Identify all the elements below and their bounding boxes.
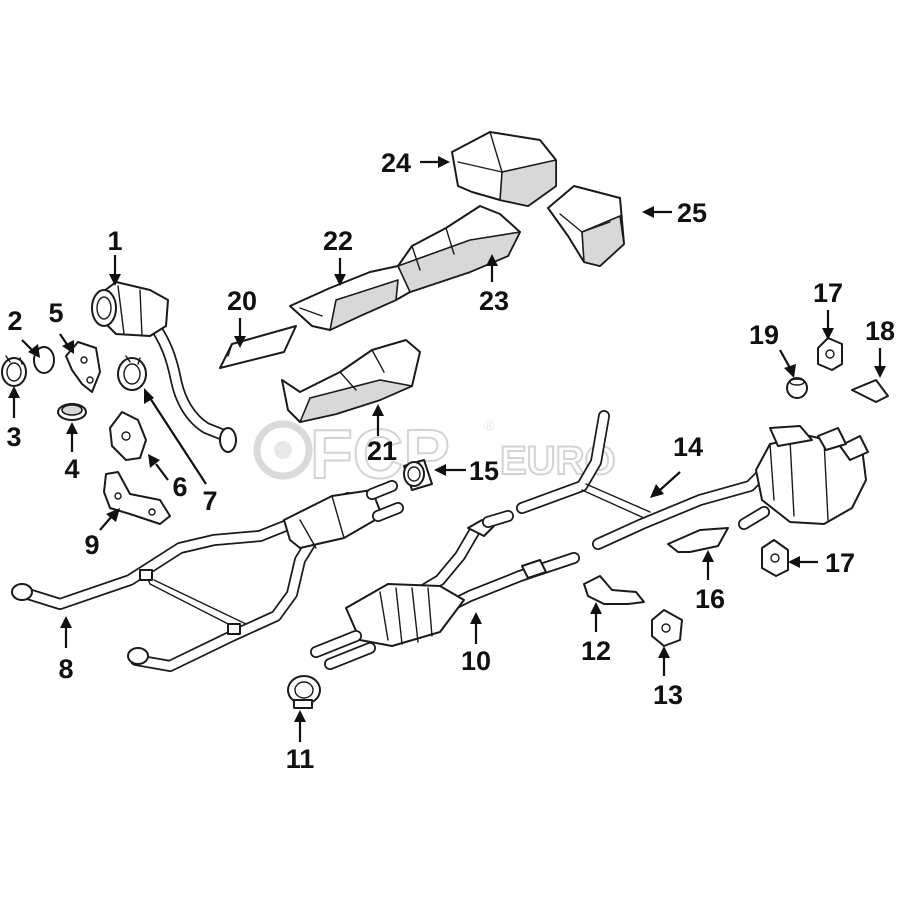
callout-10: 10: [461, 646, 491, 676]
clamp-large: [117, 355, 147, 391]
leader-arrows: [8, 156, 886, 742]
callout-1: 1: [107, 226, 122, 256]
rubber-mount-rear: [761, 539, 789, 577]
exhaust-clamp: [287, 675, 321, 709]
callout-20: 20: [227, 286, 257, 316]
catalytic-converter-downpipe: [91, 281, 237, 453]
callout-22: 22: [323, 226, 353, 256]
callout-9: 9: [84, 530, 99, 560]
callout-15: 15: [469, 456, 499, 486]
callout-23: 23: [479, 286, 509, 316]
callout-7: 7: [202, 486, 217, 516]
callout-18: 18: [865, 316, 895, 346]
callout-4: 4: [64, 454, 79, 484]
callout-8: 8: [58, 654, 73, 684]
heat-shield-rear: [547, 185, 625, 267]
callout-14: 14: [673, 432, 703, 462]
callout-21: 21: [367, 436, 397, 466]
clamp-small: [1, 355, 27, 387]
callout-25: 25: [677, 198, 707, 228]
callout-17-lower: 17: [825, 548, 855, 578]
callout-13: 13: [653, 680, 683, 710]
heat-shield-small: [219, 325, 297, 369]
heat-shield-center: [289, 205, 521, 331]
watermark-registered-mark: ®: [484, 417, 495, 433]
center-muffler-section: [310, 510, 580, 670]
hanger-bracket: [583, 575, 645, 605]
callout-24: 24: [381, 148, 411, 178]
callout-17-upper: 17: [813, 278, 843, 308]
front-pipe-assembly: [11, 480, 404, 672]
mounting-bracket-mid: [109, 411, 147, 461]
exhaust-plug: [786, 377, 808, 399]
rubber-mount-upper: [817, 337, 843, 371]
bracket-9: [103, 471, 171, 525]
callout-labels: 1 2 3 4 5 6 7 8 9 10 11 12 13 14 15 16 1…: [6, 148, 895, 774]
fcp-euro-watermark: FCP ® EURO: [253, 414, 617, 494]
callout-11: 11: [286, 744, 315, 774]
pipe-connector-sleeve: [403, 459, 433, 491]
mounting-bracket-upper: [65, 341, 101, 393]
heat-shield-lower: [281, 339, 421, 423]
callout-12: 12: [581, 636, 611, 666]
rubber-mount-lower: [651, 609, 683, 647]
rear-muffler-assembly: [516, 410, 869, 550]
callout-16: 16: [695, 584, 725, 614]
tailpipe-tip-bracket: [851, 379, 889, 403]
callout-19: 19: [749, 320, 779, 350]
callout-5: 5: [48, 298, 63, 328]
rear-bracket: [667, 527, 729, 553]
seal-ring: [57, 403, 87, 421]
callout-3: 3: [6, 422, 21, 452]
heat-shield-upper: [451, 131, 557, 207]
callout-6: 6: [172, 472, 187, 502]
callout-2: 2: [7, 306, 22, 336]
